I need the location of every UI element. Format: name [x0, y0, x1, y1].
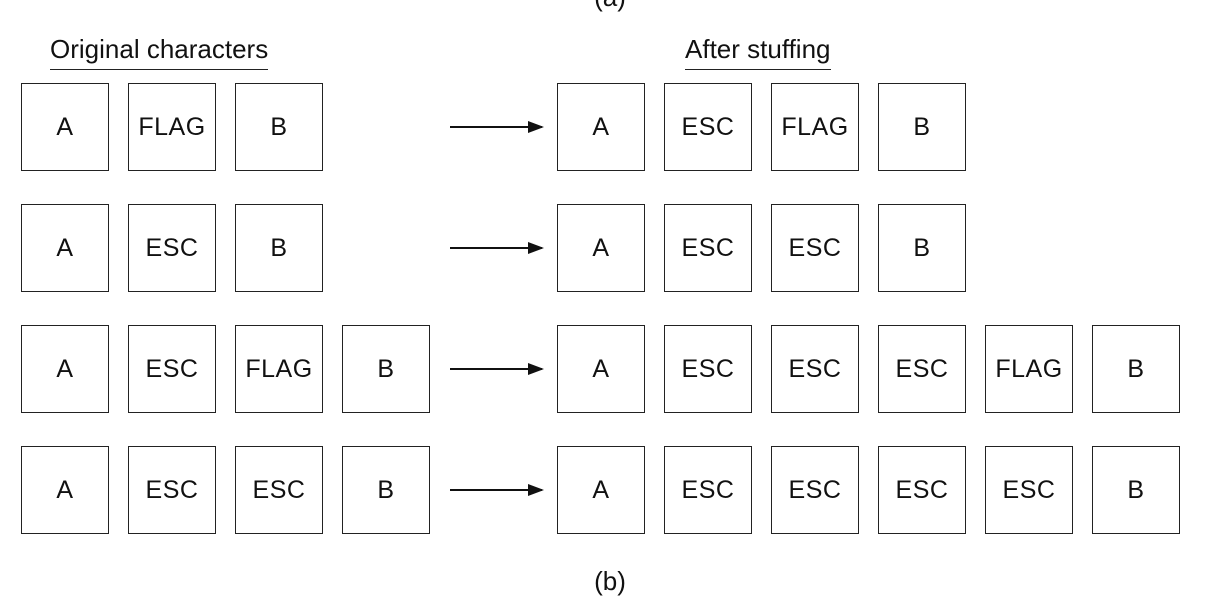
stuffed-character-box: FLAG	[771, 83, 859, 171]
stuffed-character-box: B	[1092, 446, 1180, 534]
stuffed-character-box: ESC	[664, 446, 752, 534]
stuffed-character-box: ESC	[771, 446, 859, 534]
original-character-box: A	[21, 83, 109, 171]
stuffed-character-box: B	[878, 204, 966, 292]
original-character-box: B	[235, 83, 323, 171]
figure-caption-b: (b)	[594, 566, 626, 596]
stuffed-character-box: A	[557, 446, 645, 534]
original-character-box: A	[21, 446, 109, 534]
stuffed-character-box: ESC	[771, 325, 859, 413]
right-arrow-icon	[450, 484, 544, 496]
right-arrow-icon	[450, 242, 544, 254]
right-arrow-icon	[450, 121, 544, 133]
original-character-box: A	[21, 325, 109, 413]
original-character-box: B	[235, 204, 323, 292]
original-character-box: B	[342, 325, 430, 413]
stuffed-character-box: FLAG	[985, 325, 1073, 413]
after-stuffing-heading: After stuffing	[685, 34, 831, 70]
stuffed-character-box: ESC	[878, 446, 966, 534]
right-arrow-icon	[450, 363, 544, 375]
stuffed-character-box: ESC	[878, 325, 966, 413]
original-characters-heading: Original characters	[50, 34, 269, 70]
stuffed-character-box: B	[1092, 325, 1180, 413]
original-character-box: ESC	[128, 446, 216, 534]
original-character-box: ESC	[235, 446, 323, 534]
original-character-box: A	[21, 204, 109, 292]
original-character-box: FLAG	[128, 83, 216, 171]
stuffed-character-box: A	[557, 204, 645, 292]
stuffed-character-box: ESC	[664, 325, 752, 413]
stuffed-character-box: A	[557, 325, 645, 413]
stuffed-character-box: ESC	[664, 204, 752, 292]
stuffed-character-box: ESC	[664, 83, 752, 171]
stuffed-character-box: B	[878, 83, 966, 171]
original-character-box: FLAG	[235, 325, 323, 413]
original-character-box: B	[342, 446, 430, 534]
stuffed-character-box: ESC	[985, 446, 1073, 534]
stuffed-character-box: ESC	[771, 204, 859, 292]
figure-caption-a: (a)	[560, 0, 660, 13]
original-character-box: ESC	[128, 204, 216, 292]
stuffed-character-box: A	[557, 83, 645, 171]
original-character-box: ESC	[128, 325, 216, 413]
